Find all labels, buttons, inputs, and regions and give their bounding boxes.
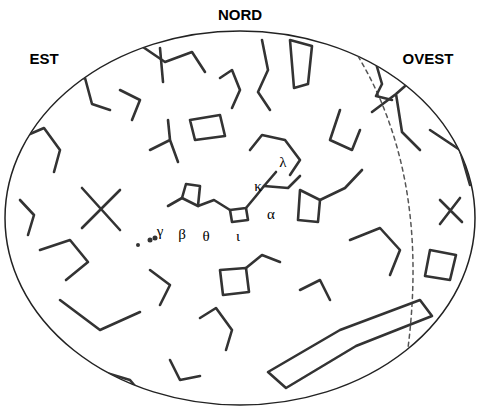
constellation-line — [168, 172, 276, 210]
constellation-line — [320, 170, 362, 200]
constellation-line — [140, 45, 205, 72]
constellation-line — [60, 78, 110, 110]
constellation-line — [264, 176, 300, 188]
compass-label: OVEST — [403, 51, 454, 66]
constellation-line — [440, 330, 460, 370]
constellation-line — [300, 280, 330, 300]
constellation-line — [230, 208, 248, 222]
constellation-line — [268, 300, 432, 388]
constellation-line — [298, 190, 320, 222]
star-label: α — [267, 207, 275, 222]
constellation-line — [220, 70, 240, 108]
constellation-line — [20, 200, 34, 235]
constellation-line — [258, 40, 270, 110]
constellation-line — [40, 240, 88, 280]
star-label: β — [178, 227, 186, 242]
ecliptic-line — [345, 36, 413, 408]
constellation-line — [425, 250, 456, 280]
constellation-line — [170, 360, 200, 380]
constellation-line — [150, 120, 178, 162]
constellation-line — [250, 135, 300, 175]
star-label: λ — [279, 155, 286, 170]
constellation-line — [200, 308, 232, 350]
constellation-line — [160, 48, 163, 82]
cluster-dot — [148, 238, 153, 243]
constellation-line — [60, 300, 140, 330]
constellation-line — [220, 268, 249, 295]
compass-label: NORD — [218, 7, 262, 22]
constellation-line — [246, 255, 280, 268]
constellation-line — [350, 228, 400, 275]
constellation-line — [290, 40, 312, 88]
constellation-line — [190, 115, 225, 140]
constellation-line — [82, 188, 120, 230]
constellation-line — [182, 184, 200, 206]
constellation-line — [372, 80, 420, 150]
star-label: ι — [236, 229, 240, 244]
constellation-line — [430, 130, 470, 185]
star-label: θ — [202, 229, 209, 244]
star-dot — [136, 243, 140, 247]
constellation-line — [16, 128, 60, 172]
constellation-line — [90, 368, 150, 404]
constellation-line — [330, 110, 360, 150]
compass-label: EST — [29, 51, 58, 66]
constellation-line — [440, 198, 462, 224]
star-label: γ — [157, 224, 164, 239]
constellation-line — [355, 36, 392, 100]
constellation-line — [120, 90, 140, 120]
constellation-line — [150, 270, 170, 305]
star-label: κ — [254, 179, 262, 194]
horizon-circle — [5, 31, 475, 405]
